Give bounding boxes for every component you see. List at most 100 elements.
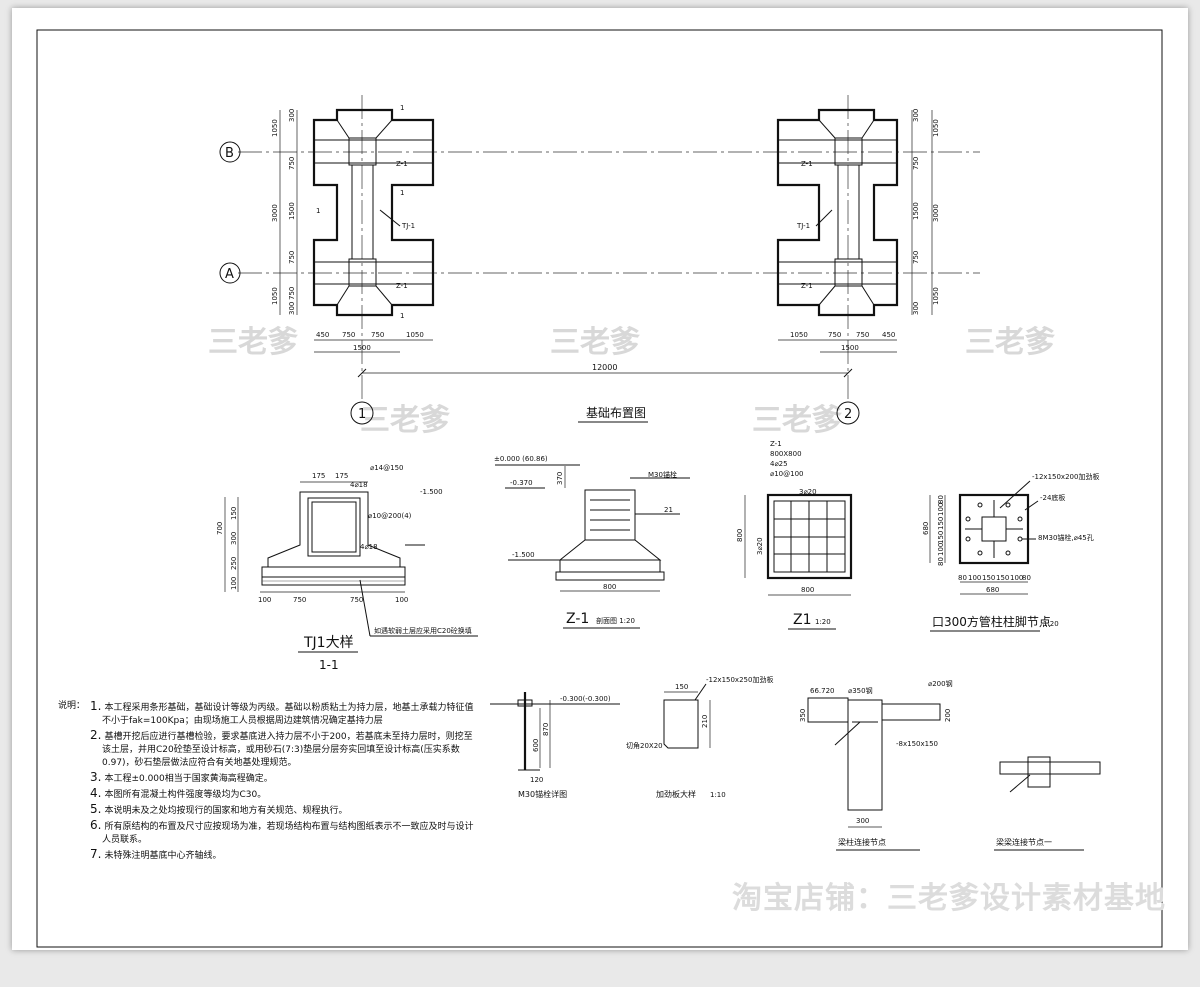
watermark: 三老爹: [965, 325, 1055, 360]
bolt-hole: [1005, 502, 1011, 508]
plate-tag: -8x150x150: [896, 740, 938, 748]
tube-column: [981, 516, 1007, 542]
dim-span-12000: 12000: [592, 363, 617, 372]
note-item: 1.本工程采用条形基础，基础设计等级为丙级。基础以粉质粘土为持力层，地基土承载力…: [90, 700, 478, 728]
watermark: 三老爹: [208, 325, 298, 360]
plate-tag: 8M30锚栓,⌀45孔: [1038, 533, 1094, 542]
watermark: 三老爹: [360, 403, 450, 438]
design-notes: 说明： 1.本工程采用条形基础，基础设计等级为丙级。基础以粉质粘土为持力层，地基…: [58, 700, 478, 864]
tj1-note: 如遇软弱土层应采用C20砼换填: [374, 626, 472, 635]
beam-tag: TJ-1: [796, 222, 810, 230]
column-pad: [348, 258, 377, 287]
stiffener-plate: [663, 699, 699, 749]
dim-text: 150: [937, 531, 945, 544]
axis-bubble-1: [350, 401, 374, 425]
section-mark: 1: [316, 207, 320, 215]
level-tag: -0.300(-0.300): [560, 695, 611, 703]
rebar-tag: 4⌀18: [360, 543, 378, 551]
dim-text: 750: [912, 251, 920, 264]
dim-tick: [843, 368, 853, 378]
note-number: 7.: [90, 847, 102, 861]
bolt-hole: [1017, 516, 1023, 522]
z1-title: Z1: [793, 612, 812, 628]
dim-text: 100: [937, 503, 945, 516]
dim-text: 1500: [841, 344, 859, 352]
note-number: 5.: [90, 802, 102, 816]
beam-tag: TJ-1: [401, 222, 415, 230]
column-tag: Z-1: [801, 160, 813, 168]
dim-text: 870: [542, 723, 550, 736]
base-plate-detail: -12x150x200加劲板 -24底板 8M30锚栓,⌀45孔 680 80 …: [922, 472, 1099, 632]
note-item: 4.本图所有混凝土构件强度等级均为C30。: [90, 787, 478, 802]
diag: [861, 285, 875, 306]
note-text: 本工程采用条形基础，基础设计等级为丙级。基础以粉质粘土为持力层，地基土承载力特征…: [102, 703, 474, 726]
note-item: 5.本说明未及之处均按现行的国家和地方有关规范、规程执行。: [90, 803, 478, 818]
z1-footing-slope: [558, 539, 662, 561]
plan-title: 基础布置图: [586, 406, 646, 420]
column-tube: [847, 699, 883, 811]
z1-cushion: [555, 571, 665, 581]
dim-text: 680: [986, 586, 999, 594]
tj1-cushion: [261, 566, 406, 578]
z1-pedestal: [584, 489, 636, 541]
tj1-stirrup-inner: [311, 501, 357, 553]
stiffener-title: 加劲板大样: [656, 789, 696, 799]
column-tag: Z-1: [396, 282, 408, 290]
note-number: 1.: [90, 699, 102, 713]
stiffener-scale: 1:10: [710, 791, 726, 799]
chamfer-tag: 切角20X20: [626, 741, 663, 750]
beam-column-detail: 66.720 ⌀350钢 ⌀200钢 -8x150x150 350 200 30…: [799, 679, 953, 851]
beam-right: [881, 703, 941, 721]
note-item: 6.所有原结构的布置及尺寸应按现场为准，若现场结构布置与结构图纸表示不一致应及时…: [90, 819, 478, 847]
note-number: 6.: [90, 818, 102, 832]
z1-info: 4⌀25: [770, 460, 788, 468]
beam-left: [807, 697, 849, 723]
tj1-title: TJ1大样: [303, 635, 354, 651]
base-plate-scale: 1:20: [1043, 620, 1059, 628]
dim-text: 600: [532, 739, 540, 752]
dim-text: 1050: [271, 119, 279, 137]
note-text: 本工程±0.000相当于国家黄海高程确定。: [104, 774, 273, 784]
note-number: 4.: [90, 786, 102, 800]
note-text: 所有原结构的布置及尺寸应按现场为准，若现场结构布置与结构图纸表示不一致应及时与设…: [102, 822, 474, 845]
dim-text: 750: [350, 596, 363, 604]
dim-text: 750: [288, 157, 296, 170]
dim-text: 1050: [932, 119, 940, 137]
anchor-title: M30锚栓详图: [518, 789, 567, 799]
dim-text: 150: [937, 517, 945, 530]
z1-scale: 1:20: [815, 618, 831, 626]
z1-info: ⌀10@100: [770, 470, 803, 478]
diag: [375, 285, 393, 306]
tag: 21: [664, 506, 673, 514]
connection-plate: [1027, 756, 1051, 788]
bolt-hole: [977, 550, 983, 556]
leader: [694, 683, 707, 701]
dim-text: 210: [701, 715, 709, 728]
dim-text: 80: [958, 574, 967, 582]
dim-text: 300: [230, 532, 238, 545]
dim-text: 175: [312, 472, 325, 480]
dim-text: 100: [937, 543, 945, 556]
dim-text: 750: [371, 331, 384, 339]
beam-beam-detail: 梁梁连接节点一: [994, 756, 1101, 851]
dim-text: 800: [801, 586, 814, 594]
drawing-canvas: 三老爹 三老爹 三老爹 三老爹 三老爹 淘宝店铺：三老爹设计素材基地 B A 1…: [36, 29, 1166, 948]
dim-text: 100: [968, 574, 981, 582]
leader: [1024, 500, 1039, 511]
beam-tag: ⌀200钢: [928, 679, 953, 688]
anchor-detail: -0.300(-0.300) 600 870 120 M30锚栓详图: [490, 692, 620, 799]
brace: [834, 721, 861, 746]
shop-watermark: 淘宝店铺：三老爹设计素材基地: [732, 881, 1166, 916]
z1-section-box: [766, 493, 853, 580]
dim-text: 300: [288, 109, 296, 122]
beam-column-title: 梁柱连接节点: [838, 837, 886, 847]
dim-text: 750: [828, 331, 841, 339]
dim-text: 80: [937, 495, 945, 504]
dim-text: 150: [230, 507, 238, 520]
diag: [375, 119, 393, 139]
dim-text: 3000: [271, 204, 279, 222]
dim-text: 750: [288, 251, 296, 264]
tag: M30锚栓: [648, 470, 677, 479]
level-tag: -0.370: [510, 479, 533, 487]
axis-bubble-b: [219, 141, 241, 163]
